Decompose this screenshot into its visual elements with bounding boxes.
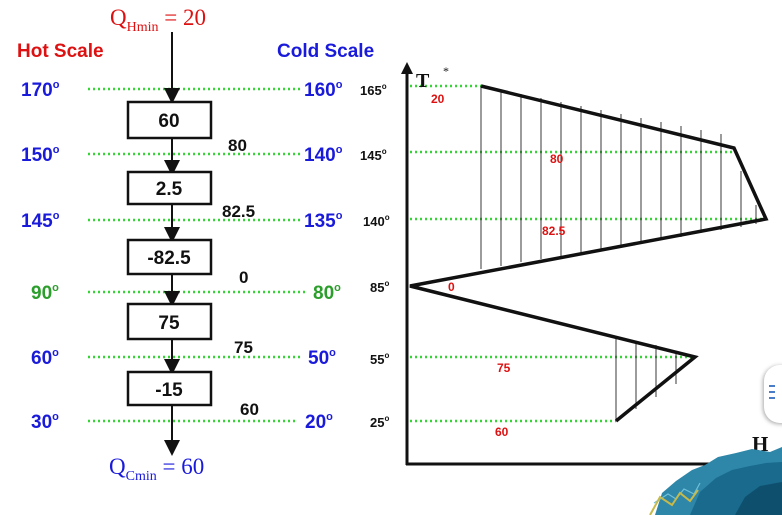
curve-hatching [480,86,757,421]
hot-temp: 90o [31,282,59,304]
gcc-point-label: 60 [495,425,509,439]
menu-handle-icon [769,385,775,387]
hot-temp: 145o [21,210,60,232]
gcc-point-label: 82.5 [542,224,566,238]
interval-lines-right [410,84,764,423]
shifted-temp: 140o [363,213,390,229]
interval-box-values: 60 2.5 -82.5 75 -15 [147,111,191,401]
shifted-temps: 165o 145o 140o 85o 55o 25o [360,82,390,430]
shifted-temp: 85o [370,279,389,295]
cold-temp: 50o [308,347,336,369]
interval-box-value: 2.5 [156,179,183,200]
y-axis-label: T [416,70,430,92]
gcc-axes [405,72,770,466]
shifted-temp: 55o [370,351,389,367]
cascade-value: 0 [239,268,248,287]
cold-temp: 20o [305,411,333,433]
cascade-values: 80 82.5 0 75 60 [222,136,259,419]
grand-composite-curve [409,84,769,423]
shifted-temp: 165o [360,82,387,98]
interval-boxes [126,100,213,407]
interval-box [126,238,213,276]
shifted-temp: 25o [370,414,389,430]
cascade-value: 75 [234,338,253,357]
shifted-temp: 145o [360,147,387,163]
interval-lines-left [88,87,308,423]
cold-temp: 135o [304,210,343,232]
hot-scale-heading: Hot Scale [17,41,104,62]
cold-temp: 80o [313,282,341,304]
cold-scale-heading: Cold Scale [277,41,374,62]
hot-temp: 170o [21,79,60,101]
cascade-value: 60 [240,400,259,419]
gcc-point-label: 75 [497,361,511,375]
hot-temp: 30o [31,411,59,433]
interval-box-value: -82.5 [147,248,191,269]
gcc-point-label: 80 [550,152,564,166]
interval-box-value: 75 [158,313,180,334]
cascade-value: 82.5 [222,202,255,221]
decorative-wave [649,447,782,515]
q-cmin-label: QCmin = 60 [109,454,204,484]
gcc-point-labels: 20 80 82.5 0 75 60 [431,92,566,439]
interval-box [126,170,213,206]
hot-temp: 150o [21,144,60,166]
cold-temp: 140o [304,144,343,166]
y-axis-arrow-icon [401,62,413,74]
side-menu-handle[interactable] [764,365,782,423]
cascade-value: 80 [228,136,247,155]
gcc-point-label: 20 [431,92,445,106]
cold-scale-temps: 160o 140o 135o 80o 50o 20o [304,79,343,433]
gcc-point-label: 0 [448,280,455,294]
q-hmin-label: QHmin = 20 [110,5,206,35]
y-axis-star: * [443,64,449,78]
cold-temp: 160o [304,79,343,101]
interval-box-value: -15 [155,380,183,401]
interval-box [126,302,213,341]
interval-box-value: 60 [158,111,179,132]
interval-box [126,100,213,140]
hot-scale-temps: 170o 150o 145o 90o 60o 30o [21,79,60,433]
hot-temp: 60o [31,347,59,369]
interval-box [126,370,213,407]
